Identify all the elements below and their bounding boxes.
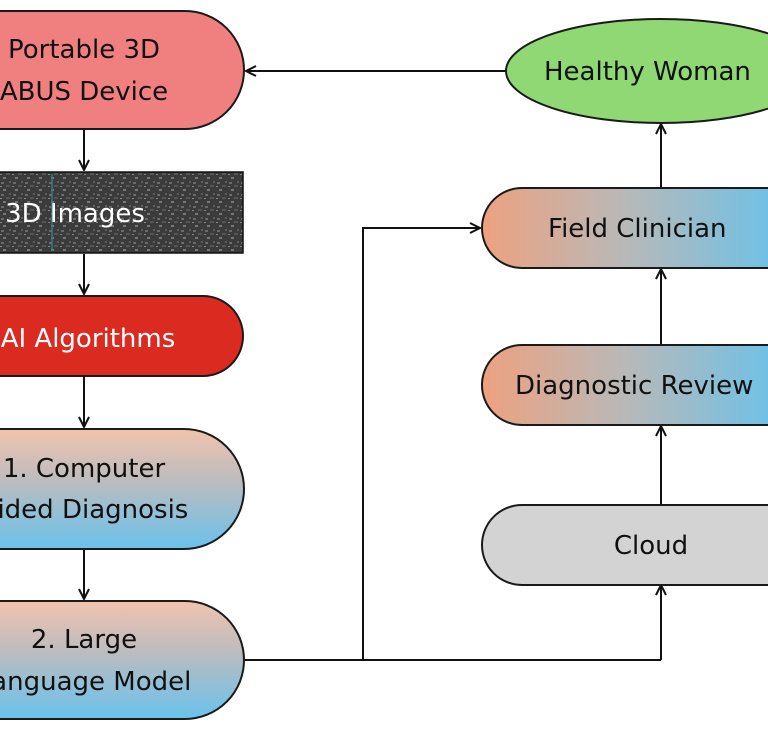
node-diagnostic-review[interactable]: Diagnostic Review [481,344,768,426]
node-shape [0,10,245,130]
node-label: Healthy Woman [544,57,751,87]
edge-llm-to-clinician [362,228,480,660]
edges [84,71,661,661]
node-shape [481,504,768,586]
node-shape [0,600,245,720]
node-shape [481,187,768,269]
node-label: Field Clinician [548,214,727,244]
node-field-clinician[interactable]: Field Clinician [481,187,768,269]
node-label: Diagnostic Review [515,371,753,401]
node-label-line2: Aided Diagnosis [0,495,188,525]
node-shape [505,18,768,124]
node-computer-aided-diagnosis[interactable]: 1. Computer Aided Diagnosis [0,428,245,550]
node-ai-algorithms[interactable]: AI Algorithms [0,295,244,377]
node-shape [0,428,245,550]
node-label: 3D Images [5,199,145,229]
node-shape [0,295,244,377]
node-label-line1: 2. Large [31,625,137,655]
node-label-line1: 1. Computer [3,454,166,484]
node-large-language-model[interactable]: 2. Large Language Model [0,600,245,720]
node-label-line2: ABUS Device [0,77,168,107]
node-label-line1: Portable 3D [8,35,160,65]
node-label: Cloud [614,531,688,561]
node-cloud[interactable]: Cloud [481,504,768,586]
node-3d-images[interactable]: 3D Images [0,171,244,254]
node-label-line2: Language Model [0,667,191,697]
node-shape [481,344,768,426]
ultrasound-image [0,171,244,254]
node-portable-abus-device[interactable]: Portable 3D ABUS Device [0,10,245,130]
node-healthy-woman[interactable]: Healthy Woman [505,18,768,124]
node-label: AI Algorithms [1,324,176,354]
